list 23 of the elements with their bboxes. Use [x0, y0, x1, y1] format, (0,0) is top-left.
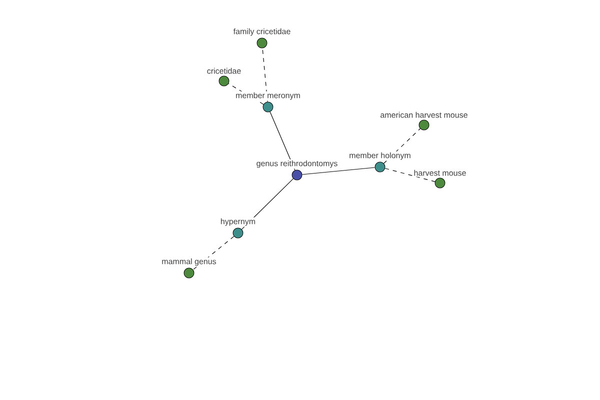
connector-line	[384, 168, 436, 182]
graph-node	[434, 178, 446, 188]
node-label: american harvest mouse	[379, 110, 469, 119]
graph-node	[184, 268, 194, 278]
connector-line	[384, 128, 420, 164]
graph-node	[374, 162, 386, 172]
node-label: cricetidae	[206, 66, 242, 75]
node-label: hypernym	[219, 217, 257, 227]
graph-node	[218, 76, 230, 86]
graph-node	[232, 228, 244, 238]
node-label: mammal genus	[160, 257, 218, 267]
graph-node	[262, 102, 274, 112]
node-label: harvest mouse	[412, 168, 468, 177]
node-label: family cricetidae	[232, 27, 292, 37]
graph-node	[418, 120, 430, 130]
connector-line	[262, 48, 268, 102]
graph-node	[256, 38, 268, 48]
connector-line	[192, 236, 234, 270]
connector-line	[302, 167, 376, 175]
node-label: member meronym	[234, 91, 302, 101]
node-label: genus reithrodontomys	[255, 159, 339, 169]
node-label: member holonym	[348, 151, 412, 161]
graph-node	[292, 170, 302, 180]
